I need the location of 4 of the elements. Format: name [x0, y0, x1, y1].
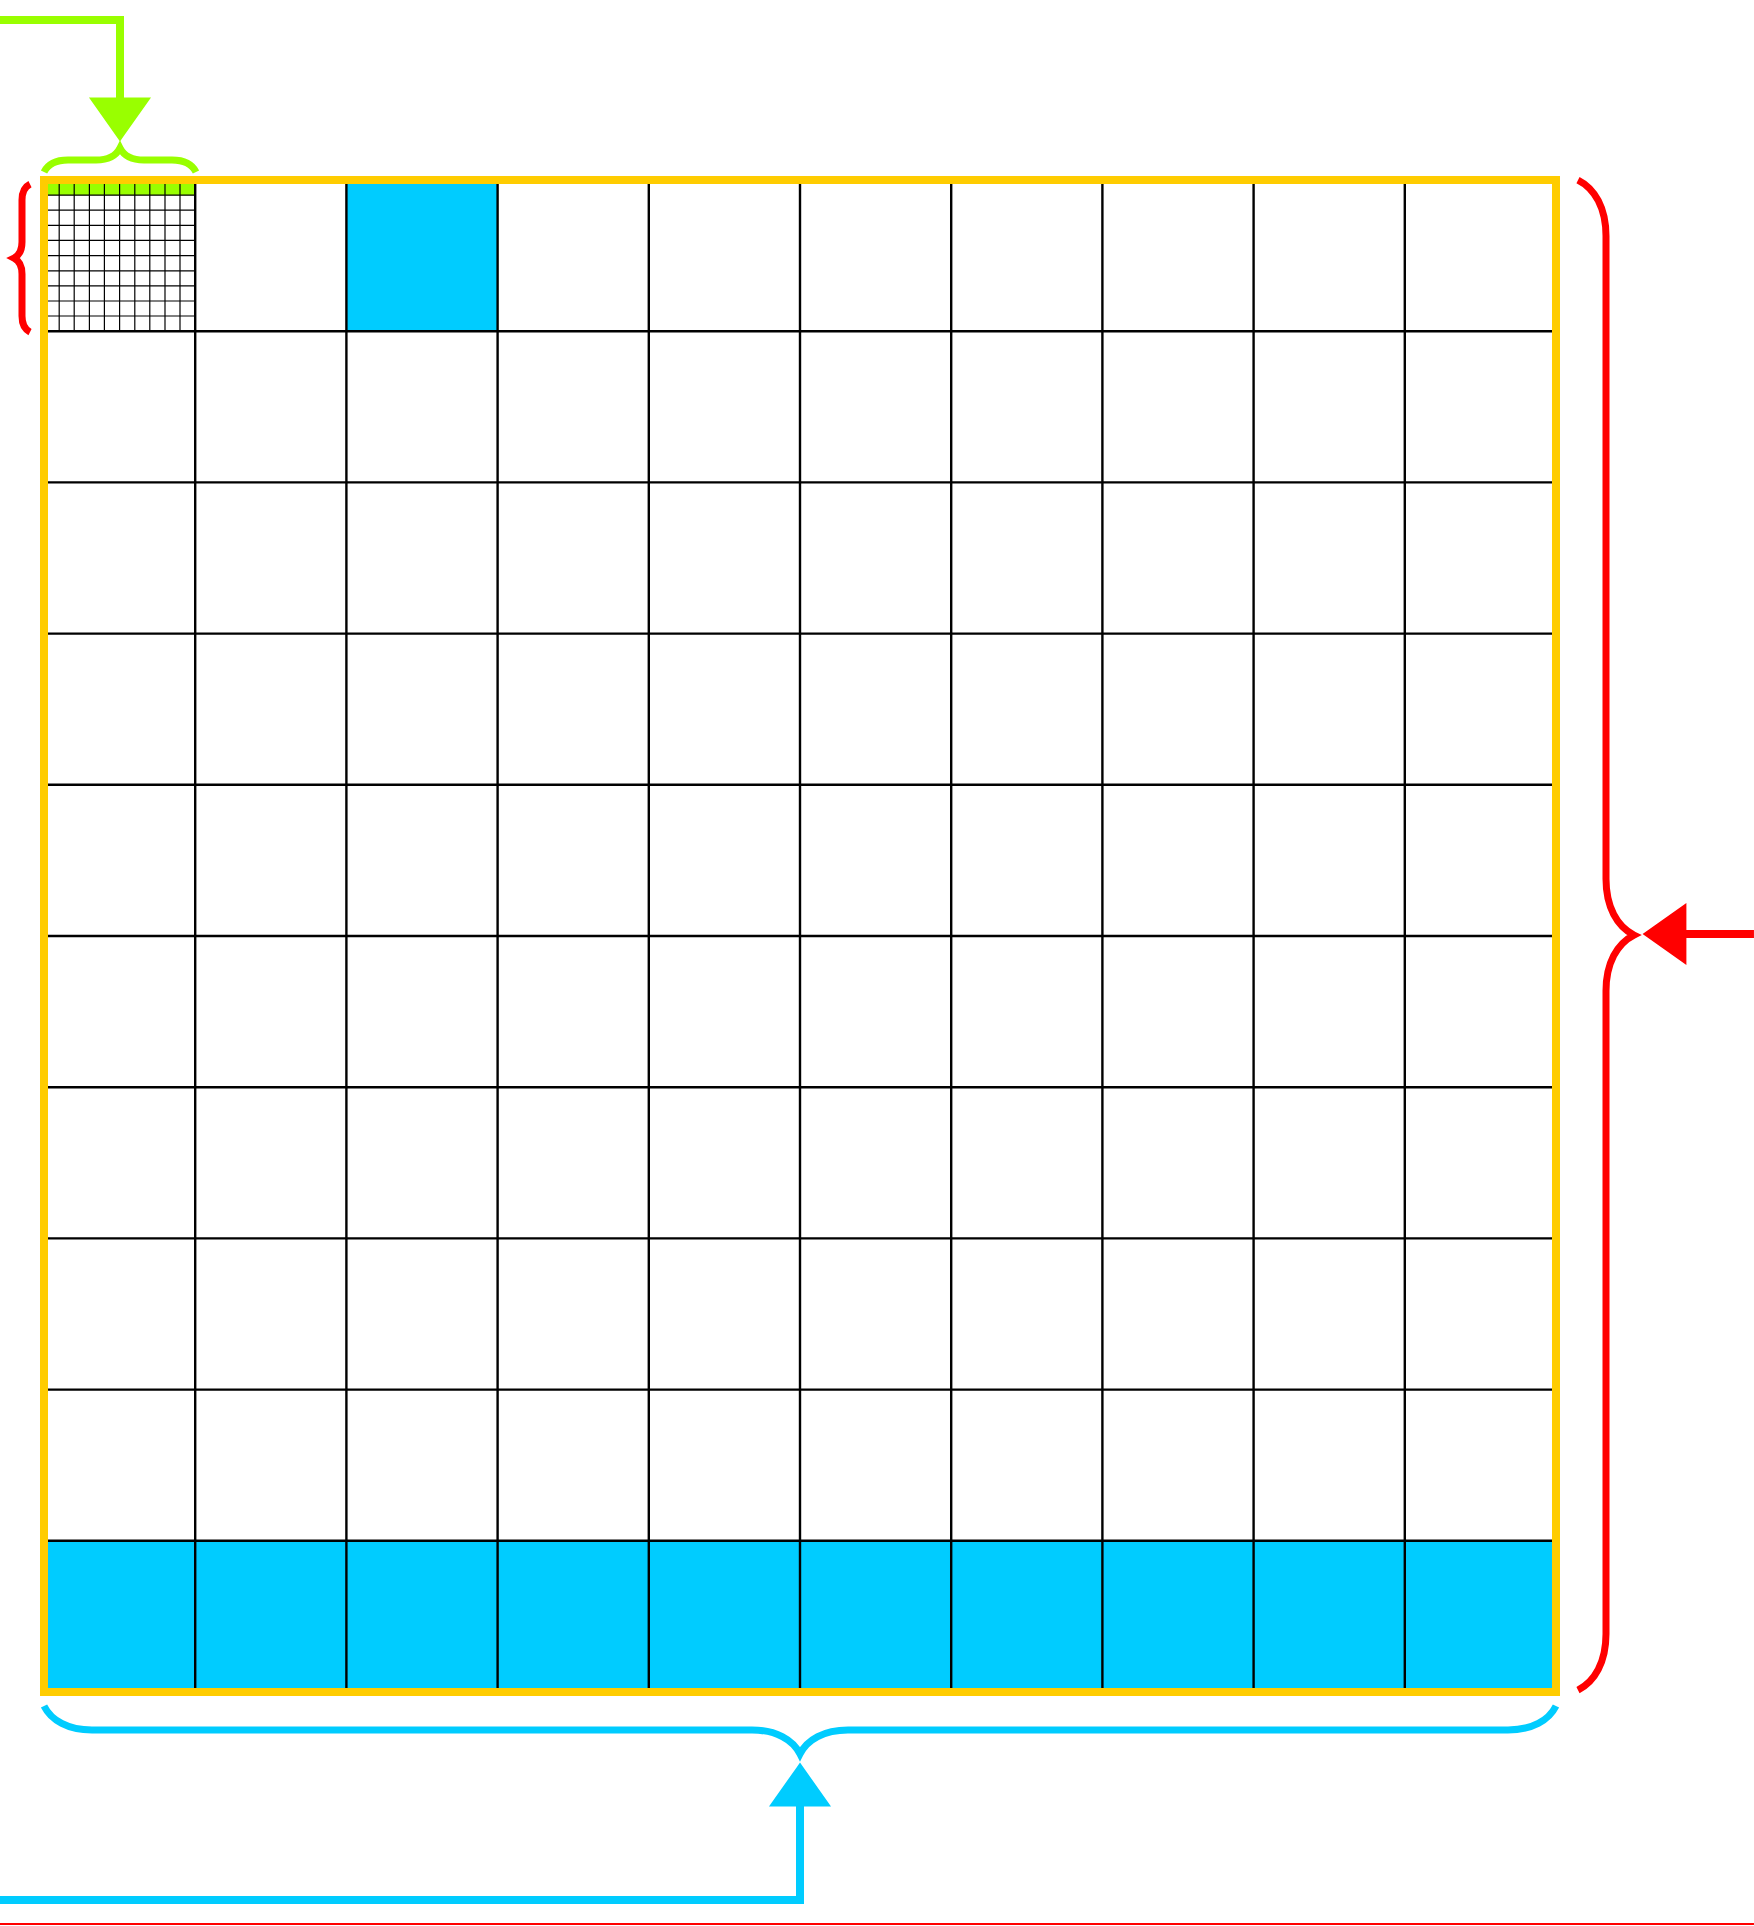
brace — [41, 1703, 1559, 1758]
brace — [1575, 177, 1638, 1693]
brace — [10, 181, 32, 335]
brace — [41, 144, 199, 174]
